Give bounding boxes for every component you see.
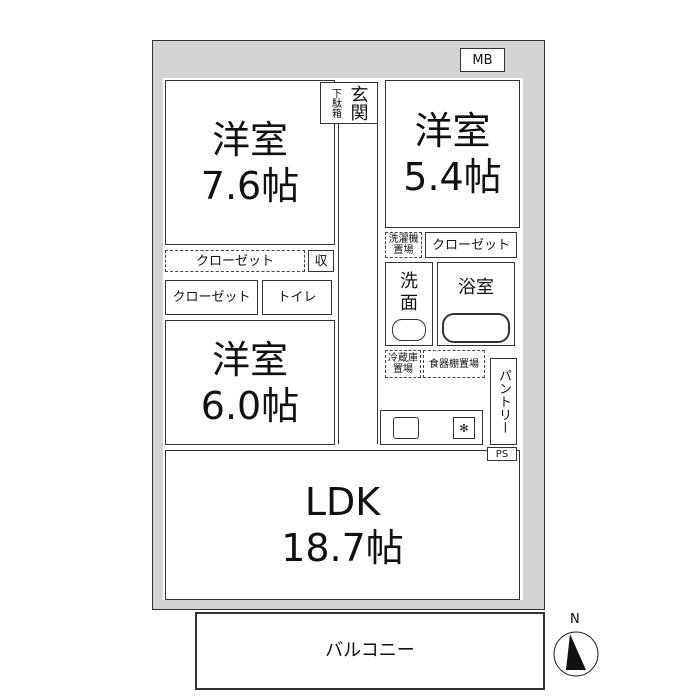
- room-name: 洋室: [414, 109, 491, 153]
- room-name: 洋室: [211, 117, 288, 162]
- kitchen-counter: ✻: [380, 410, 483, 445]
- closet-label: クローゼット: [431, 237, 510, 253]
- closet-1: クローゼット: [165, 250, 305, 272]
- cupboard-label: 食器棚置場: [429, 358, 479, 370]
- closet-label: クローゼット: [172, 290, 251, 305]
- mb-label: MB: [472, 52, 493, 68]
- storage-label: 収: [314, 253, 328, 269]
- toilet-label: トイレ: [277, 290, 317, 305]
- room-western-6-0: 洋室 6.0帖: [165, 320, 335, 445]
- washroom: 洗面: [385, 262, 433, 346]
- pipe-space: PS: [487, 447, 517, 461]
- balcony: バルコニー: [195, 612, 545, 690]
- balcony-label: バルコニー: [325, 640, 415, 661]
- room-size: 7.6帖: [200, 163, 300, 208]
- room-name: LDK: [304, 480, 381, 524]
- fridge-label: 冷蔵庫置場: [388, 353, 418, 375]
- stove-icon: ✻: [453, 417, 475, 439]
- kitchen-sink-icon: [393, 417, 419, 439]
- hallway: [338, 124, 378, 444]
- compass-arrow-icon: [553, 631, 599, 677]
- closet-2: クローゼット: [165, 280, 258, 315]
- room-western-7-6: 洋室 7.6帖: [165, 80, 335, 245]
- bathtub-icon: [442, 313, 510, 343]
- room-size: 6.0帖: [200, 383, 300, 428]
- entrance: 下駄箱 玄関: [320, 82, 378, 124]
- ps-label: PS: [495, 448, 509, 460]
- storage: 収: [308, 250, 334, 272]
- washer-space: 洗濯機置場: [385, 232, 422, 258]
- cupboard-space: 食器棚置場: [423, 350, 485, 378]
- shoe-box-label: 下駄箱: [329, 88, 341, 118]
- room-name: 洋室: [211, 337, 288, 382]
- compass: N: [552, 612, 602, 692]
- meter-box: MB: [460, 48, 505, 72]
- pantry: パントリー: [490, 358, 517, 445]
- pantry-label: パントリー: [496, 369, 511, 434]
- room-western-5-4: 洋室 5.4帖: [385, 80, 520, 228]
- closet-label: クローゼット: [195, 253, 274, 269]
- compass-north-label: N: [570, 612, 580, 627]
- ldk: LDK 18.7帖: [165, 450, 520, 600]
- fridge-space: 冷蔵庫置場: [385, 350, 421, 378]
- bathroom-label: 浴室: [458, 277, 494, 298]
- room-size: 18.7帖: [281, 526, 404, 570]
- washer-label: 洗濯機置場: [388, 234, 419, 256]
- toilet: トイレ: [262, 280, 332, 315]
- room-size: 5.4帖: [403, 155, 502, 199]
- sink-icon: [392, 319, 426, 341]
- bathroom: 浴室: [437, 262, 515, 346]
- entrance-label: 玄関: [347, 85, 369, 121]
- closet-3: クローゼット: [425, 232, 517, 258]
- washroom-label: 洗面: [400, 271, 418, 314]
